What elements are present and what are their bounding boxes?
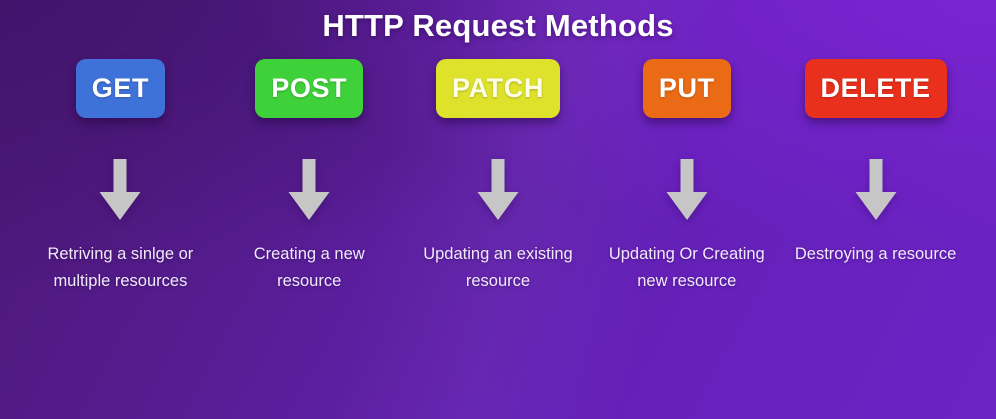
arrow-down-icon xyxy=(666,159,708,221)
method-badge-get[interactable]: GET xyxy=(75,59,166,118)
method-column-delete: DELETE Destroying a resource xyxy=(781,59,970,268)
methods-row: GET Retriving a sinlge or multiple resou… xyxy=(0,59,996,294)
method-description-delete: Destroying a resource xyxy=(794,245,957,263)
page-title: HTTP Request Methods xyxy=(322,8,674,43)
method-badge-post[interactable]: POST xyxy=(255,59,364,118)
method-badge-delete[interactable]: DELETE xyxy=(804,59,947,118)
method-badge-patch[interactable]: PATCH xyxy=(435,59,560,118)
method-column-patch: PATCH Updating an existing resource xyxy=(404,59,593,294)
method-description-patch: Updating an existing resource xyxy=(423,245,573,290)
method-description-put: Updating Or Creating new resource xyxy=(608,245,765,290)
method-description-get: Retriving a sinlge or multiple resources xyxy=(47,245,194,290)
method-column-get: GET Retriving a sinlge or multiple resou… xyxy=(26,59,215,294)
arrow-down-icon xyxy=(477,159,519,221)
method-column-post: POST Creating a new resource xyxy=(215,59,404,294)
method-column-put: PUT Updating Or Creating new resource xyxy=(592,59,781,294)
arrow-down-icon xyxy=(855,159,897,221)
arrow-down-icon xyxy=(99,159,141,221)
arrow-down-icon xyxy=(288,159,330,221)
method-description-post: Creating a new resource xyxy=(253,245,365,290)
method-badge-put[interactable]: PUT xyxy=(642,59,731,118)
